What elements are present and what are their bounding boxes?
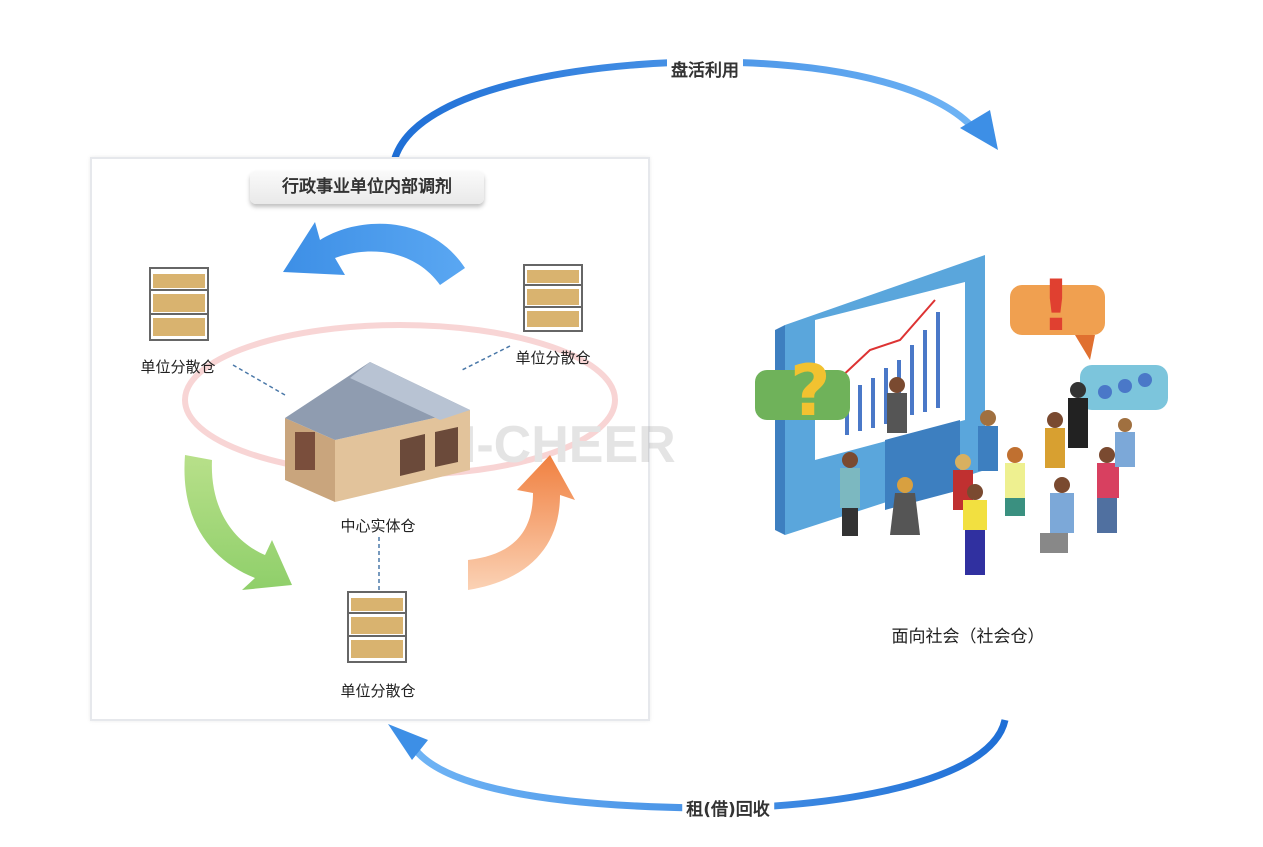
unit-warehouse-label-bottom: 单位分散仓 (340, 682, 416, 700)
connector-lines (232, 345, 511, 590)
central-warehouse-label: 中心实体仓 (340, 517, 416, 535)
society-warehouse-label: 面向社会（社会仓） (891, 627, 1045, 647)
svg-text:?: ? (790, 350, 831, 432)
top-flow-label: 盘活利用 (667, 56, 743, 81)
question-bubble-icon: ? (755, 350, 850, 432)
unit-shelf-icon-bottom (347, 591, 407, 663)
unit-shelf-icon-right (523, 264, 583, 332)
bottom-flow-label: 租(借)回收 (682, 795, 774, 820)
bottom-arrowhead (388, 724, 428, 760)
internal-allocation-title: 行政事业单位内部调剂 (250, 171, 484, 204)
unit-warehouse-label-right: 单位分散仓 (515, 349, 591, 367)
exclamation-bubble-icon: ! (1010, 265, 1105, 360)
orange-circular-arrow (468, 455, 575, 590)
unit-shelf-icon-left (149, 267, 209, 341)
blue-circular-arrow (283, 222, 465, 285)
top-arrowhead (960, 110, 998, 150)
people-crowd (840, 377, 1135, 575)
central-warehouse-icon (285, 362, 470, 502)
chat-bubble-icon (1080, 365, 1168, 410)
green-circular-arrow (184, 455, 292, 590)
svg-text:!: ! (1040, 265, 1072, 347)
unit-warehouse-label-left: 单位分散仓 (140, 358, 216, 376)
